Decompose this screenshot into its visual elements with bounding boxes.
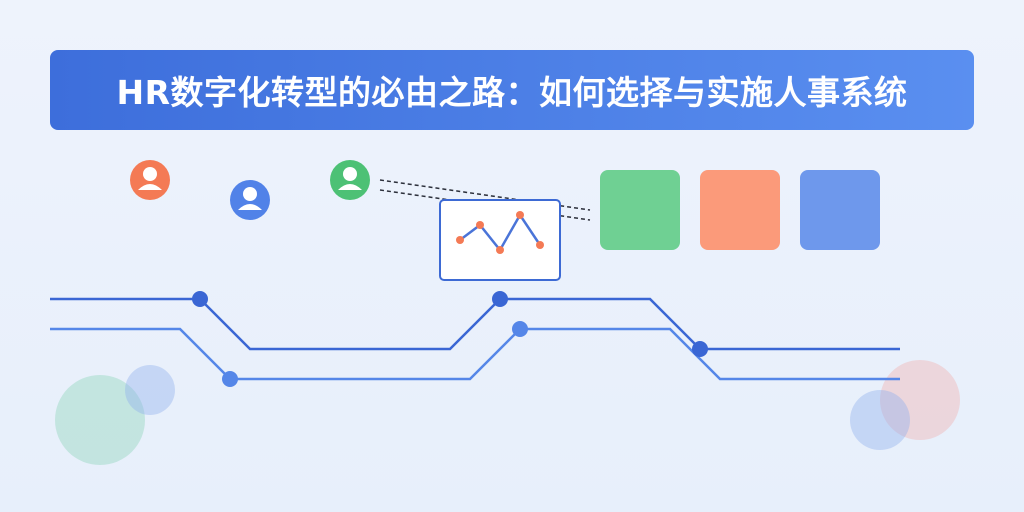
flow-node [492,291,508,307]
module-tile-orange [700,170,780,250]
user-avatar-icon [330,160,370,200]
decor-circle-blue-left [125,365,175,415]
decor-circle-blue-right [850,390,910,450]
flow-node [692,341,708,357]
decor-circle-green [55,375,145,465]
line-chart-icon [439,199,561,281]
flow-line-upper [50,297,900,351]
flow-node [192,291,208,307]
user-avatar-icon [130,160,170,200]
user-avatar-icon [230,180,270,220]
module-tile-green [600,170,680,250]
page-title: HR数字化转型的必由之路：如何选择与实施人事系统 [116,73,908,112]
flow-node [512,321,528,337]
title-banner: HR数字化转型的必由之路：如何选择与实施人事系统 [50,50,974,130]
flow-node [222,371,238,387]
module-tile-blue [800,170,880,250]
flow-line-lower [50,327,900,381]
